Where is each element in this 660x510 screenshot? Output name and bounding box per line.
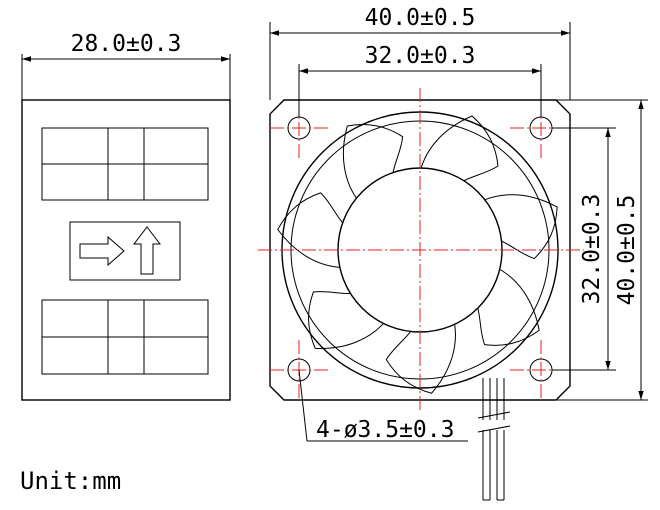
- front-view: 40.0±0.5 32.0±0.3 32.0±0.3 40.0±0.5 4-ø3…: [258, 5, 648, 501]
- hole-diameter-label: 4-ø3.5±0.3: [316, 417, 454, 443]
- overall-width-label: 40.0±0.5: [365, 5, 476, 31]
- hole-diameter-leader: [298, 369, 308, 442]
- airflow-label-box: [69, 221, 181, 281]
- overall-height-label: 40.0±0.5: [614, 195, 640, 306]
- side-width-label: 28.0±0.3: [71, 31, 182, 57]
- side-view: 28.0±0.3: [21, 31, 231, 401]
- hole-spacing-height-label: 32.0±0.3: [579, 194, 605, 305]
- arrow-up-icon: [132, 226, 162, 275]
- centerlines: [258, 88, 584, 412]
- side-view-outline: [21, 99, 231, 401]
- unit-note: Unit:mm: [20, 467, 121, 495]
- lead-wires: [477, 378, 511, 501]
- arrow-right-icon: [79, 235, 125, 267]
- hole-spacing-width-label: 32.0±0.3: [365, 43, 476, 69]
